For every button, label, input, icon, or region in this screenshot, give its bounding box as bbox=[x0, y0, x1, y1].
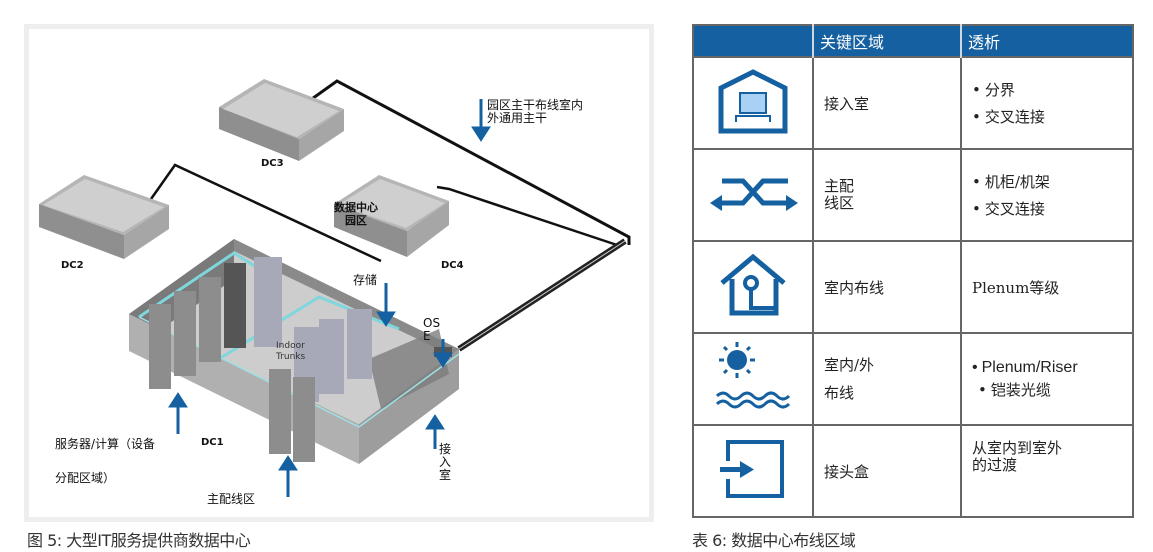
arrow-server bbox=[168, 392, 188, 434]
entrance-room-icon bbox=[718, 69, 788, 134]
zone-cell: 室内/外 布线 bbox=[812, 332, 962, 426]
header-key-area: 关键区域 bbox=[812, 25, 961, 57]
cabling-zones-table: 关键区域 透析 接入室 分界 交叉连接 主配 线区 机柜/机架 bbox=[692, 24, 1134, 518]
table-row: 接头盒 从室内到室外 的过渡 bbox=[692, 424, 1134, 518]
zone-cell: 接入室 bbox=[812, 56, 962, 150]
label-entrance-room: 接 入 室 bbox=[439, 442, 452, 482]
arrow-entrance bbox=[425, 414, 445, 449]
note-item: 机柜/机架 bbox=[972, 171, 1122, 192]
label-server-area-2: 分配区域） bbox=[55, 471, 116, 485]
header-analysis: 透析 bbox=[960, 25, 1133, 57]
indoor-outdoor-icon bbox=[715, 342, 791, 409]
figure-frame: 园区主干布线室内 外通用主干 数据中心 园区 DC3 DC2 DC4 DC1 存… bbox=[24, 24, 654, 522]
cable-dc2 bbox=[149, 163, 382, 263]
label-dc3: DC3 bbox=[261, 158, 284, 169]
notes-cell: Plenum/Riser 铠装光缆 bbox=[960, 332, 1134, 426]
label-main-distribution: 主配线区 bbox=[207, 492, 256, 506]
header-icon bbox=[693, 25, 813, 57]
cable-dc3 bbox=[308, 79, 631, 245]
building-dc4 bbox=[334, 175, 449, 257]
note-item: 交叉连接 bbox=[972, 198, 1122, 219]
arrow-mda bbox=[278, 455, 298, 497]
figure-caption: 图 5: 大型IT服务提供商数据中心 bbox=[27, 531, 251, 550]
notes-cell: Plenum等级 bbox=[960, 240, 1134, 334]
label-ose: OS E bbox=[423, 316, 441, 343]
building-dc3 bbox=[219, 79, 344, 161]
datacenter-diagram bbox=[39, 79, 631, 497]
arrow-storage bbox=[376, 283, 396, 327]
label-indoor-trunks: Indoor Trunks bbox=[276, 341, 306, 362]
zone-cell: 接头盒 bbox=[812, 424, 962, 518]
label-dc1: DC1 bbox=[201, 437, 224, 448]
label-server-area: 服务器/计算（设备 bbox=[55, 437, 156, 451]
arrow-backbone bbox=[471, 99, 491, 142]
note-item: 交叉连接 bbox=[972, 106, 1122, 127]
table-header-row: 关键区域 透析 bbox=[693, 25, 1133, 57]
splice-box-icon bbox=[720, 440, 784, 498]
table-row: 室内布线 Plenum等级 bbox=[692, 240, 1134, 334]
table-row: 接入室 分界 交叉连接 bbox=[692, 56, 1134, 150]
note-item: Plenum/Riser bbox=[972, 359, 1122, 377]
building-dc1 bbox=[129, 239, 460, 464]
zone-cell: 主配 线区 bbox=[812, 148, 962, 242]
table-row: 室内/外 布线 Plenum/Riser 铠装光缆 bbox=[692, 332, 1134, 426]
label-campus: 数据中心 园区 bbox=[334, 201, 378, 227]
cross-connect-icon bbox=[710, 178, 798, 211]
cable-dc4 bbox=[436, 185, 618, 247]
arrow-ose bbox=[433, 339, 453, 368]
indoor-cabling-icon bbox=[720, 253, 786, 316]
zone-cell: 室内布线 bbox=[812, 240, 962, 334]
label-storage: 存储 bbox=[353, 273, 378, 287]
table-row: 主配 线区 机柜/机架 交叉连接 bbox=[692, 148, 1134, 242]
table-caption: 表 6: 数据中心布线区域 bbox=[692, 531, 856, 550]
note-item: 分界 bbox=[972, 79, 1122, 100]
note-item: 铠装光缆 bbox=[978, 379, 1122, 400]
figure-canvas: 园区主干布线室内 外通用主干 数据中心 园区 DC3 DC2 DC4 DC1 存… bbox=[29, 29, 649, 517]
notes-cell: 分界 交叉连接 bbox=[960, 56, 1134, 150]
building-dc2 bbox=[39, 175, 169, 259]
notes-cell: 从室内到室外 的过渡 bbox=[960, 424, 1134, 518]
label-dc4: DC4 bbox=[441, 260, 464, 271]
label-dc2: DC2 bbox=[61, 260, 84, 271]
label-backbone: 园区主干布线室内 外通用主干 bbox=[487, 98, 584, 125]
notes-cell: 机柜/机架 交叉连接 bbox=[960, 148, 1134, 242]
